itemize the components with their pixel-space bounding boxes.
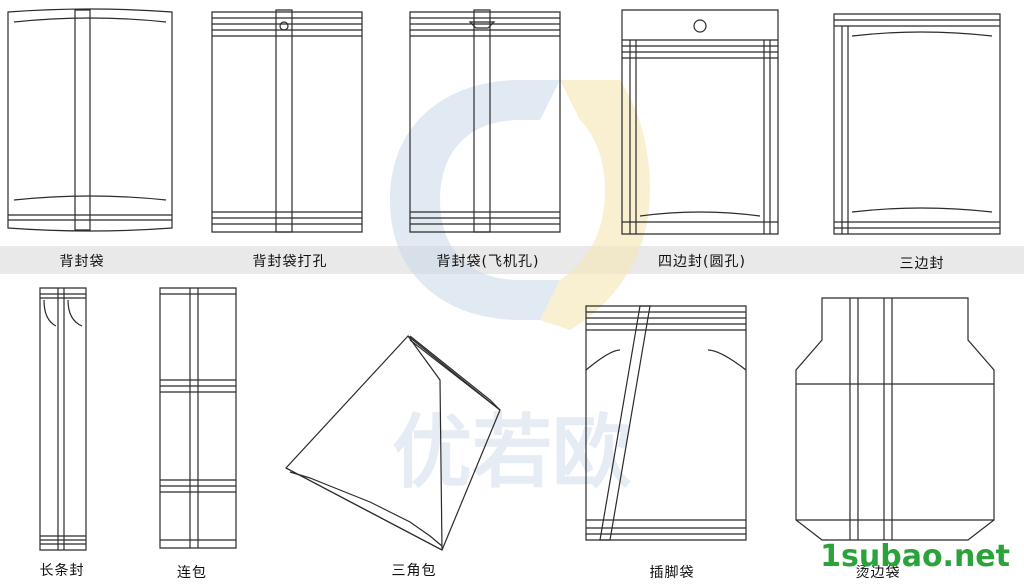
label-four-side-round-hole: 四边封(圆孔) xyxy=(658,254,746,270)
bag-back-seal-hole xyxy=(212,10,362,232)
bag-triangle-pack xyxy=(286,336,500,550)
bag-long-strip xyxy=(40,288,86,550)
brand-watermark-text: 优若欧 xyxy=(392,406,632,499)
bag-back-seal-airplane-hole xyxy=(410,10,560,232)
label-ironed-edge-bag: 烫边袋 xyxy=(855,565,901,581)
bag-stand-foot xyxy=(586,306,746,540)
bag-three-side xyxy=(834,14,1000,234)
label-three-side: 三边封 xyxy=(899,256,945,272)
label-long-strip: 长条封 xyxy=(39,563,85,579)
label-back-seal-airplane-hole: 背封袋(飞机孔) xyxy=(436,254,540,270)
label-triangle-pack: 三角包 xyxy=(391,563,437,579)
bag-ironed-edge xyxy=(796,298,994,540)
bag-back-seal xyxy=(8,9,172,231)
bag-four-side-round-hole xyxy=(622,10,778,234)
label-band xyxy=(0,246,1024,274)
site-watermark-text: 1subao.net xyxy=(820,539,1010,574)
label-back-seal: 背封袋 xyxy=(59,254,105,270)
logo-watermark-icon: 优若欧 xyxy=(390,80,650,499)
label-back-seal-hole: 背封袋打孔 xyxy=(252,254,328,270)
label-stand-foot-bag: 插脚袋 xyxy=(649,565,695,581)
label-linked-pack: 连包 xyxy=(177,565,207,581)
bag-linked-pack xyxy=(160,288,236,548)
